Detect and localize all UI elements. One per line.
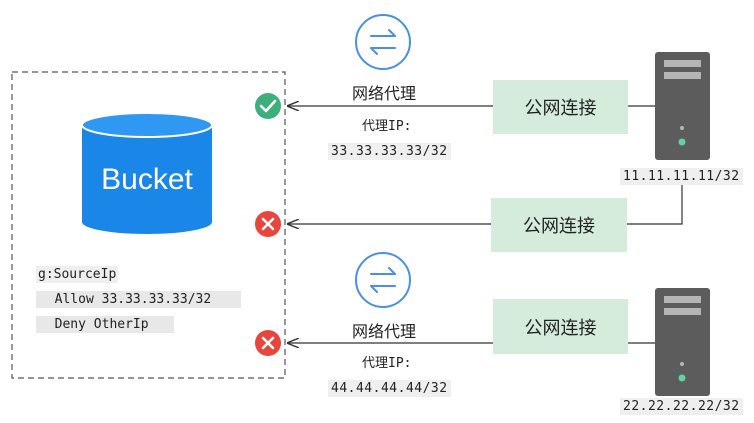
proxy-ip-label: 代理IP: bbox=[362, 119, 412, 134]
proxy-ip: 33.33.33.33/32 bbox=[328, 143, 451, 160]
server-ip: 22.22.22.22/32 bbox=[620, 398, 743, 415]
server-tower-icon bbox=[655, 52, 710, 160]
policy-header: g:SourceIp bbox=[36, 266, 119, 283]
bucket-boundary bbox=[11, 71, 286, 379]
check-circle-icon bbox=[255, 93, 281, 119]
swap-arrows-icon bbox=[355, 252, 411, 308]
x-circle-icon bbox=[255, 211, 281, 237]
swap-arrows-icon bbox=[355, 14, 411, 70]
bucket-label: Bucket bbox=[101, 163, 193, 196]
proxy-label: 网络代理 bbox=[352, 322, 417, 341]
x-circle-icon bbox=[255, 330, 281, 356]
proxy-ip: 44.44.44.44/32 bbox=[328, 380, 451, 397]
policy-allow-line: Allow 33.33.33.33/32 bbox=[36, 291, 241, 308]
server1-link-2 bbox=[627, 181, 683, 225]
server-ip: 11.11.11.11/32 bbox=[620, 168, 743, 185]
proxy-label: 网络代理 bbox=[352, 84, 417, 103]
server-tower-icon bbox=[655, 288, 710, 396]
policy-deny-line: Deny OtherIp bbox=[36, 316, 174, 333]
public-connection-box: 公网连接 bbox=[491, 198, 627, 252]
public-connection-box: 公网连接 bbox=[493, 80, 628, 134]
bucket-icon bbox=[81, 112, 213, 234]
public-connection-box: 公网连接 bbox=[493, 299, 628, 354]
proxy-ip-label: 代理IP: bbox=[362, 356, 412, 371]
